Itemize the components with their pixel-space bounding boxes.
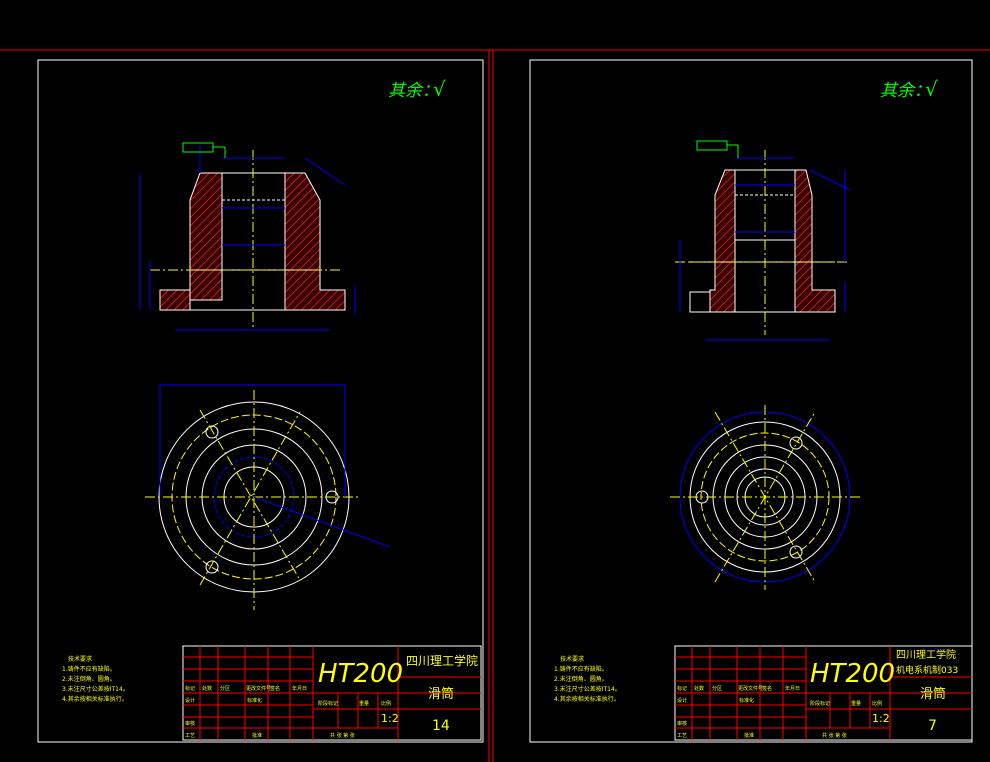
- plan-view: [145, 384, 391, 610]
- tb-label-stage: 阶段标记: [810, 700, 830, 707]
- note-line-3: 3.未注尺寸公差按IT14。: [554, 685, 621, 693]
- scale-value: 1:2: [872, 712, 890, 725]
- tb-label-sign: 签名: [270, 685, 280, 692]
- technical-notes: 技术要求 1.铸件不应有缺陷。 2.未注倒角、圆角。 3.未注尺寸公差按IT14…: [62, 655, 129, 703]
- tb-label-stage: 阶段标记: [318, 700, 338, 707]
- title-block: HT200 四川理工学院 滑筒 14 1:2 标记 处数 分区 更改文件号 签名…: [182, 645, 482, 741]
- tb-label-sign: 签名: [762, 685, 772, 692]
- tb-label-change-doc: 更改文件号: [246, 685, 271, 692]
- tb-label-standard: 标准化: [739, 697, 754, 704]
- title-block: HT200 四川理工学院 机电系机制033 滑筒 7 1:2 标记 处数 分区 …: [674, 645, 973, 741]
- tb-label-sheets: 共 张 第 张: [822, 732, 847, 739]
- drawing-number: 7: [928, 718, 937, 734]
- sheet-frame: [37, 59, 484, 743]
- tb-label-review: 审核: [185, 720, 195, 727]
- tb-label-standard: 标准化: [247, 697, 262, 704]
- roughness-note: 其余：: [388, 81, 439, 101]
- note-line-2: 2.未注倒角、圆角。: [554, 675, 608, 683]
- note-line-1: 1.铸件不应有缺陷。: [554, 665, 608, 673]
- tb-label-count: 处数: [202, 685, 212, 692]
- school-name: 四川理工学院: [896, 648, 956, 661]
- tb-label-date: 年月日: [785, 685, 800, 692]
- department-class: 机电系机制033: [896, 664, 958, 676]
- section-wall-right: [284, 172, 346, 311]
- note-line-4: 4.其余按相关标准执行。: [62, 695, 128, 703]
- tb-label-process: 工艺: [185, 733, 195, 739]
- roughness-symbol-icon: √: [433, 77, 446, 101]
- section-view: [139, 142, 356, 331]
- note-line-3: 3.未注尺寸公差按IT14。: [62, 685, 129, 693]
- tb-label-mark: 标记: [677, 685, 687, 692]
- datum-box: [182, 142, 214, 153]
- datum-box: [696, 140, 728, 151]
- notes-title: 技术要求: [560, 655, 584, 663]
- part-name: 滑筒: [920, 686, 946, 702]
- roughness-note: 其余：: [880, 81, 931, 101]
- tb-label-date: 年月日: [292, 685, 307, 692]
- outer-border: [0, 49, 990, 762]
- tb-label-count: 处数: [694, 685, 704, 692]
- tb-label-mark: 标记: [185, 685, 195, 692]
- material-text: HT200: [318, 659, 403, 689]
- tb-label-scale: 比例: [872, 700, 882, 707]
- note-line-2: 2.未注倒角、圆角。: [62, 675, 116, 683]
- note-line-4: 4.其余按相关标准执行。: [554, 695, 620, 703]
- material-text: HT200: [810, 659, 895, 689]
- scale-value: 1:2: [381, 712, 399, 725]
- tb-label-sheets: 共 张 第 张: [330, 732, 355, 739]
- drawing-sheet-2: 其余： √: [529, 59, 973, 743]
- plan-view: [670, 405, 860, 590]
- sheet-frame: [529, 59, 973, 743]
- tb-label-zone: 分区: [712, 685, 722, 692]
- tb-label-design: 设计: [677, 697, 687, 704]
- tb-label-design: 设计: [185, 697, 195, 704]
- section-wall-left: [159, 172, 223, 311]
- tb-label-scale: 比例: [381, 700, 391, 707]
- tb-label-change-doc: 更改文件号: [738, 685, 763, 692]
- roughness-symbol-icon: √: [925, 77, 938, 101]
- tb-label-review: 审核: [677, 720, 687, 727]
- notes-title: 技术要求: [68, 655, 92, 663]
- section-wall-right: [794, 169, 836, 313]
- section-view: [675, 140, 851, 341]
- technical-notes: 技术要求 1.铸件不应有缺陷。 2.未注倒角、圆角。 3.未注尺寸公差按IT14…: [554, 655, 621, 703]
- part-name: 滑筒: [428, 686, 454, 702]
- tb-label-process: 工艺: [677, 733, 687, 739]
- tb-label-weight: 重量: [851, 700, 861, 707]
- drawing-sheet-1: 其余： √: [37, 59, 484, 743]
- note-line-1: 1.铸件不应有缺陷。: [62, 665, 116, 673]
- school-name: 四川理工学院: [406, 653, 478, 668]
- drawing-number: 14: [432, 718, 450, 734]
- tb-label-approve: 批准: [252, 732, 262, 739]
- tb-label-weight: 重量: [359, 700, 369, 707]
- tb-label-approve: 批准: [744, 732, 754, 739]
- section-wall-left: [709, 169, 736, 313]
- tb-label-zone: 分区: [220, 685, 230, 692]
